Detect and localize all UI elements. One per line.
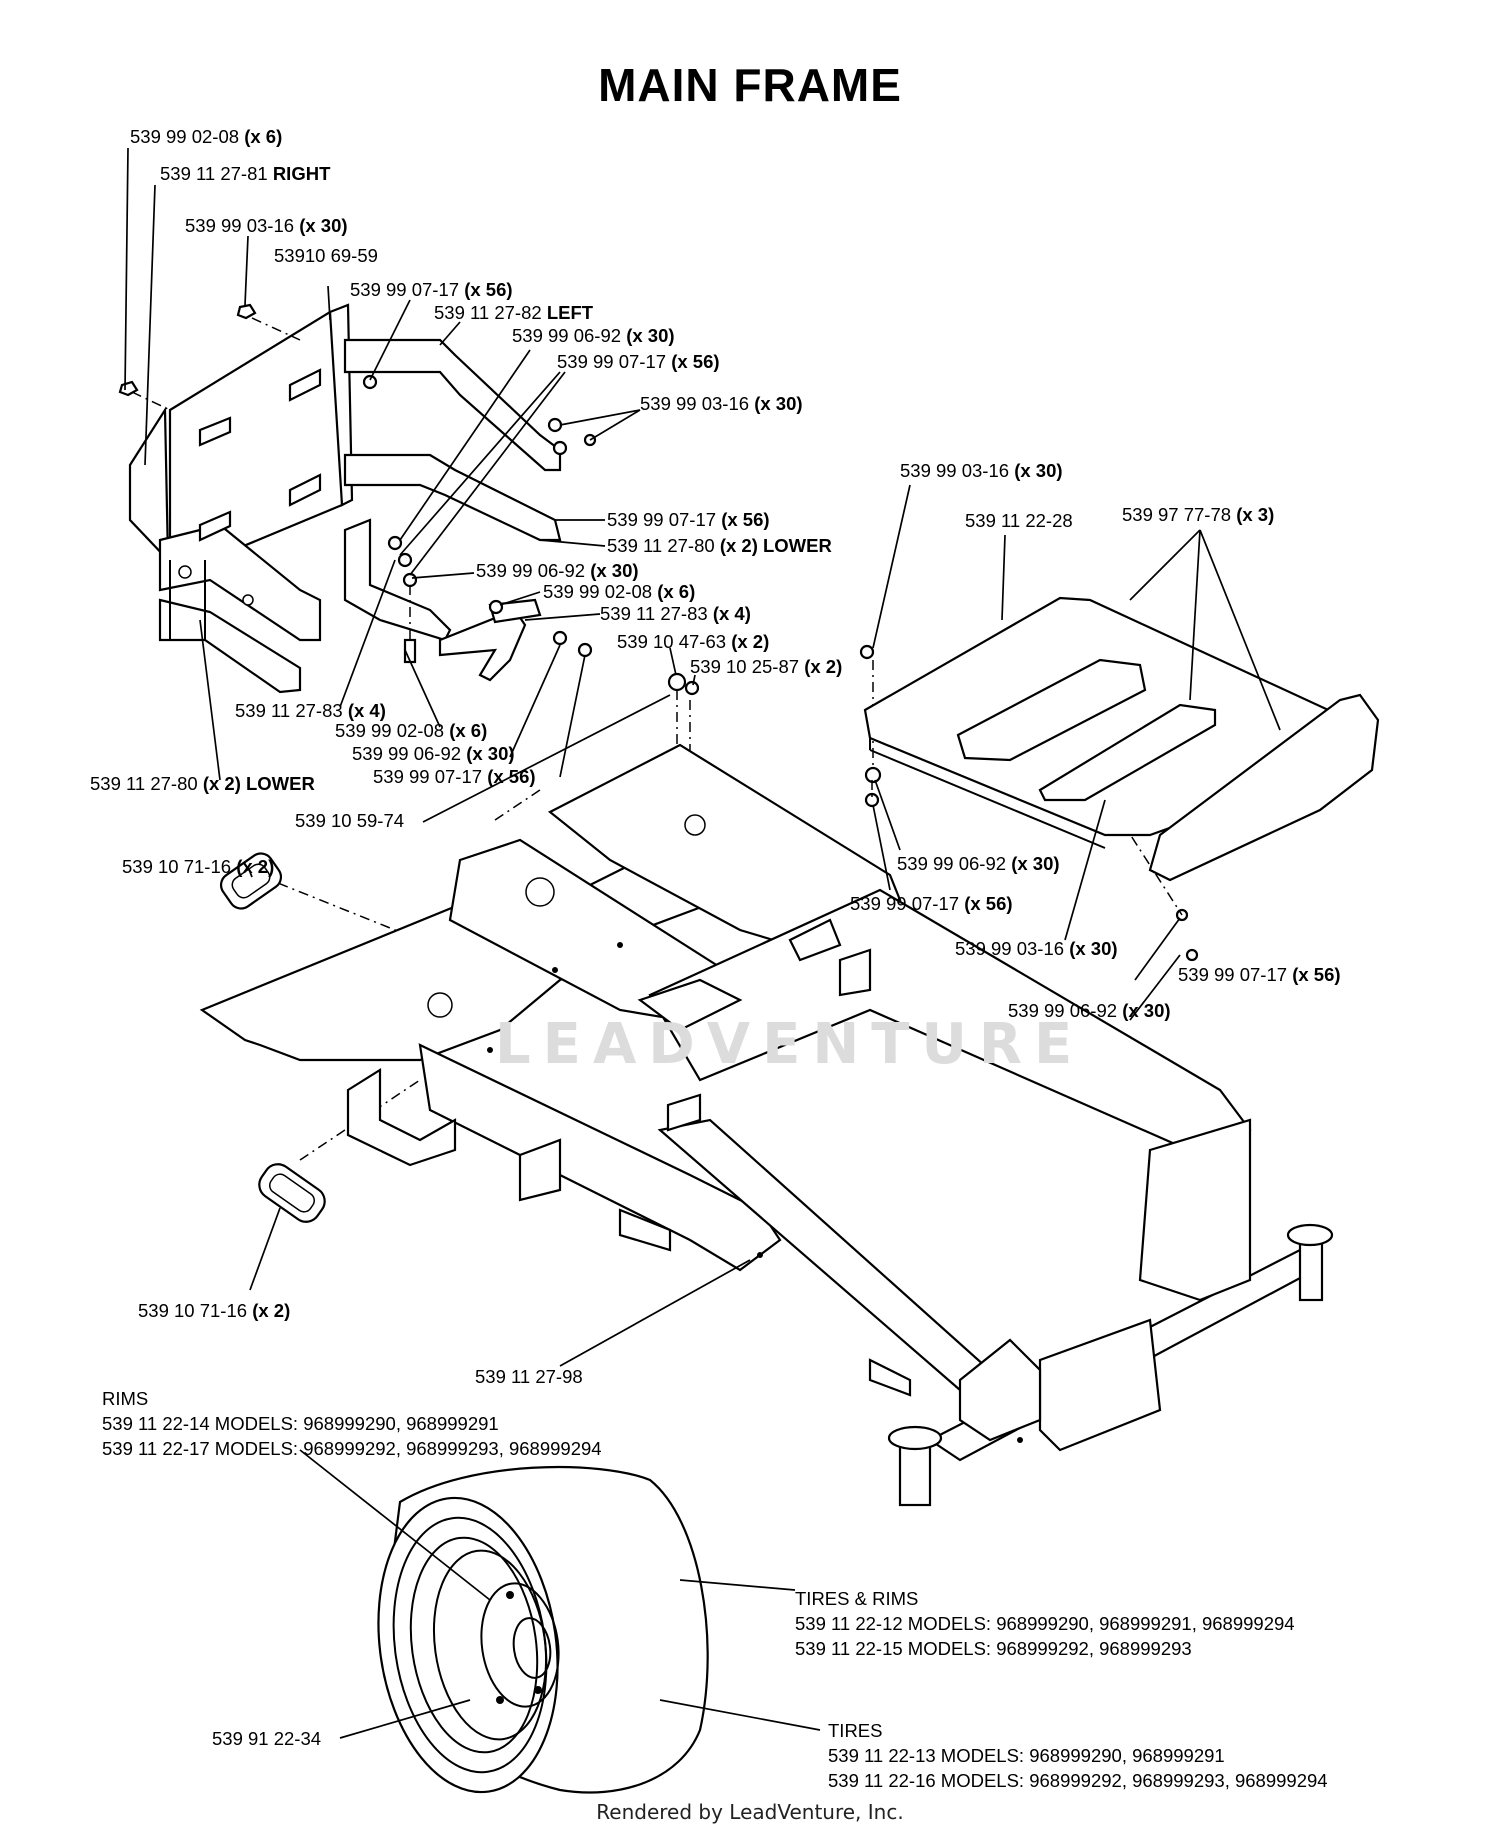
rims-heading: RIMS — [102, 1388, 149, 1409]
callout-label: 539 99 06-92 (x 30) — [476, 560, 639, 581]
callout-label: 539 10 47-63 (x 2) — [617, 631, 770, 652]
callout-label: 539 99 07-17 (x 56) — [557, 351, 720, 372]
callout-label: 539 10 71-16 (x 2) — [138, 1300, 291, 1321]
rims-line: 539 11 22-17 MODELS: 968999292, 96899929… — [102, 1438, 602, 1459]
callout-label: 539 11 27-81 RIGHT — [160, 163, 331, 184]
callout-label: 539 91 22-34 — [212, 1728, 322, 1749]
callout-label: 539 99 07-17 (x 56) — [350, 279, 513, 300]
callout-label: 539 97 77-78 (x 3) — [1122, 504, 1275, 525]
callout-label: 539 99 03-16 (x 30) — [955, 938, 1118, 959]
callout-label: 539 99 07-17 (x 56) — [373, 766, 536, 787]
grommet-drawings — [219, 852, 326, 1223]
callout-label: 539 99 06-92 (x 30) — [1008, 1000, 1171, 1021]
callout-label: 539 99 06-92 (x 30) — [897, 853, 1060, 874]
watermark: LEADVENTURE — [495, 1012, 1085, 1077]
callout-label: 539 10 71-16 (x 2) — [122, 856, 275, 877]
main-frame-drawing — [199, 743, 1334, 1507]
callout-label: 539 11 27-80 (x 2) LOWER — [90, 773, 315, 794]
callout-label: 539 99 07-17 (x 56) — [850, 893, 1013, 914]
callout-label: 53910 69-59 — [274, 245, 378, 266]
page-title: MAIN FRAME — [598, 59, 902, 111]
tires-rims-line: 539 11 22-15 MODELS: 968999292, 96899929… — [795, 1638, 1192, 1659]
foot-plate-drawing — [863, 596, 1380, 882]
leader-lines — [124, 147, 1281, 1739]
tires-line: 539 11 22-16 MODELS: 968999292, 96899929… — [828, 1770, 1328, 1791]
callout-label: 539 99 06-92 (x 30) — [352, 743, 515, 764]
callout-label: 539 11 27-83 (x 4) — [235, 700, 386, 721]
tires-rims-heading: TIRES & RIMS — [795, 1588, 919, 1609]
callout-label: 539 99 02-08 (x 6) — [543, 581, 696, 602]
callout-label: 539 99 03-16 (x 30) — [900, 460, 1063, 481]
callout-label: 539 11 27-83 (x 4) — [600, 603, 751, 624]
callout-label: 539 99 02-08 (x 6) — [130, 126, 283, 147]
callout-label: 539 99 07-17 (x 56) — [1178, 964, 1341, 985]
tires-heading: TIRES — [828, 1720, 883, 1741]
rims-line: 539 11 22-14 MODELS: 968999290, 96899929… — [102, 1413, 499, 1434]
callout-label: 539 99 03-16 (x 30) — [640, 393, 803, 414]
footer-credit: Rendered by LeadVenture, Inc. — [596, 1800, 904, 1824]
callout-label: 539 99 03-16 (x 30) — [185, 215, 348, 236]
callout-label: 539 11 27-98 — [475, 1366, 583, 1387]
callout-label: 539 10 25-87 (x 2) — [690, 656, 843, 677]
callout-label: 539 11 22-28 — [965, 510, 1073, 531]
callout-label: 539 99 07-17 (x 56) — [607, 509, 770, 530]
callout-label: 539 99 06-92 (x 30) — [512, 325, 675, 346]
callout-label: 539 10 59-74 — [295, 810, 405, 831]
wheel-drawing — [377, 1465, 709, 1794]
callout-label: 539 11 27-82 LEFT — [434, 302, 594, 323]
callout-label: 539 11 27-80 (x 2) LOWER — [607, 535, 832, 556]
tires-line: 539 11 22-13 MODELS: 968999290, 96899929… — [828, 1745, 1225, 1766]
tires-rims-line: 539 11 22-12 MODELS: 968999290, 96899929… — [795, 1613, 1295, 1634]
callout-label: 539 99 02-08 (x 6) — [335, 720, 488, 741]
bracket-assembly-drawing — [128, 303, 562, 694]
